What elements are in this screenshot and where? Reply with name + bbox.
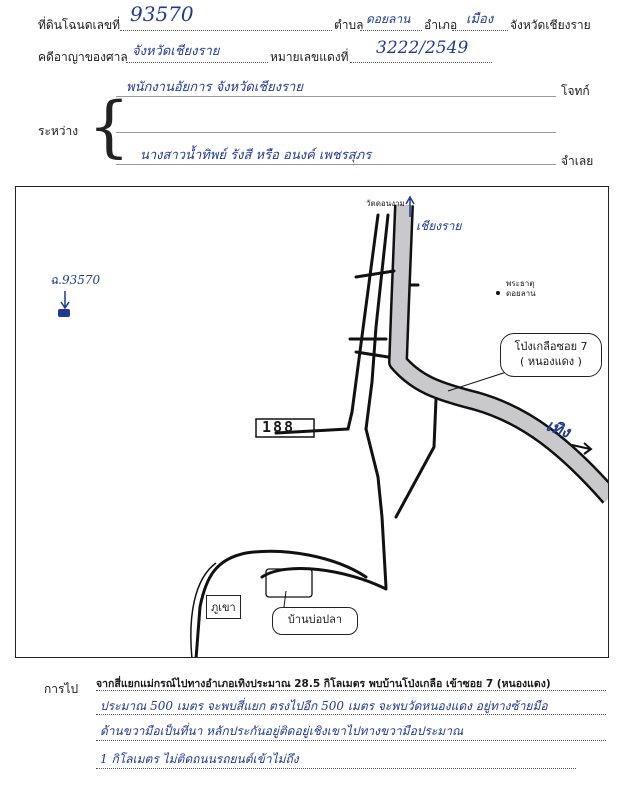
court-value: จังหวัดเชียงราย [132,44,220,59]
defendant-label: จำเลย [561,154,594,168]
callout-line-2: ( หนองแดง ) [520,355,582,368]
plaintiff-line [116,96,556,97]
directions-rule-2 [96,714,606,715]
directions-rule-1 [96,690,606,691]
subdistrict-value: ดอยลาน [366,12,411,26]
bottom-road [194,549,368,657]
plaintiff-value: พนักงานอัยการ จังหวัดเชียงราย [126,80,303,95]
directions-line-2: ประมาณ 500 เมตร จะพบสี่แยก ตรงไปอีก 500 … [100,699,548,713]
defendant-line [116,164,556,165]
south-road-a [364,427,388,589]
east-arrow-icon [571,442,593,455]
plot-marker-icon [58,309,70,317]
mountain-label: ภูเขา [206,595,241,619]
plaintiff-label: โจทก์ [561,84,590,98]
district-line [452,30,508,31]
directions-line-3: ด้านขวามือเป็นที่นา หลักประกันอยู่ติดอยู… [100,724,464,738]
deed-label: ที่ดินโฉนดเลขที่ [38,18,121,32]
case-label: หมายเลขแดงที่ [270,50,349,64]
plot-label: ฉ.93570 [50,273,101,287]
subdistrict-line [360,30,422,31]
bottom-road-inner [260,567,388,591]
directions-line-1: จากสี่แยกแม่กรณ์ไปทางอำเภอเทิงประมาณ 28.… [96,678,551,690]
village-pointer [283,590,287,608]
village-parcel [265,568,313,598]
west-road-b [364,213,390,431]
north-arrow-icon [405,195,415,217]
directions-label: การไป [44,682,79,696]
district-label: อำเภอ [424,18,458,32]
directions-rule-4 [96,768,576,769]
court-line [126,62,268,63]
village-label: บ้านบ่อปลา [272,607,358,635]
subdistrict-label: ตำบล [334,18,364,32]
cross-road-1 [354,269,396,279]
mountain-outline [190,562,217,657]
inner-road [274,427,350,435]
middle-line [116,132,556,133]
west-road-a [346,213,380,431]
case-number: 3222/2549 [376,38,469,58]
top-landmark: วัดดอนงาม [366,199,405,208]
cross-road-3 [354,350,390,359]
map-drawing [58,195,608,657]
number-plot-box [255,418,315,438]
court-label: คดีอาญาของศาล [38,50,128,64]
province-label: จังหวัดเชียงราย [510,18,591,32]
callout-line-1: โป่งเกลือซอย 7 [514,340,588,353]
plot-arrow-icon [60,291,70,310]
highway-fill [390,204,608,502]
location-map: วัดดอนงาม เชียงราย ฉ.93570 พระธาตุดอยลาน… [15,186,609,658]
deed-number-line [120,30,332,31]
soi7-road [394,397,438,519]
case-line [350,62,492,63]
deed-number: 93570 [130,2,194,26]
defendant-value: นางสาวน้ำทิพย์ รังสี หรือ อนงค์ เพชรสุภร [140,148,372,163]
temple-dot-icon [496,291,500,295]
district-value: เมือง [466,12,494,27]
brace-icon: { [88,88,130,165]
directions-rule-3 [96,740,606,741]
soi7-callout: โป่งเกลือซอย 7 ( หนองแดง ) [500,333,602,377]
arrow-up-label: เชียงราย [416,219,462,233]
temple-label: พระธาตุดอยลาน [506,279,536,298]
between-label: ระหว่าง [38,124,79,138]
number-label: 188 [262,418,296,436]
directions-line-4: 1 กิโลเมตร ไม่ติดถนนรถยนต์เข้าไม่ถึง [100,752,299,766]
